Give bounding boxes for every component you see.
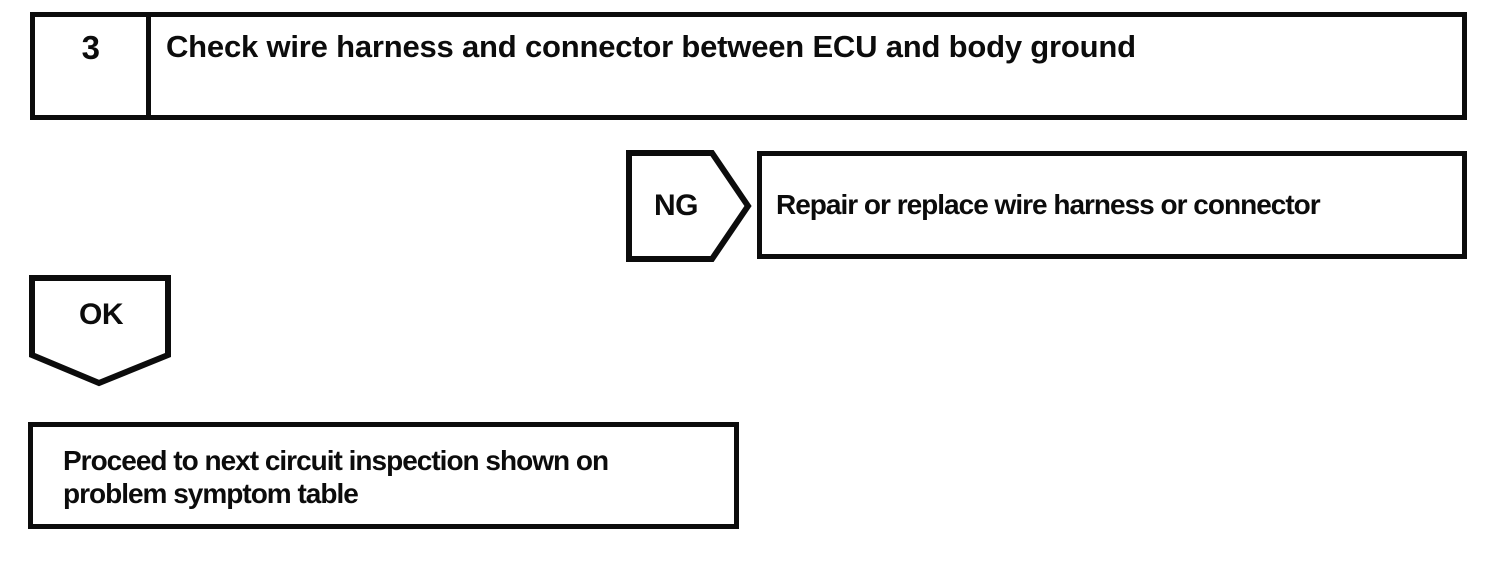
step-box: 3 Check wire harness and connector betwe…	[30, 12, 1467, 120]
ok-action-text-line2: problem symptom table	[63, 478, 359, 509]
ok-pentagon-icon	[29, 275, 171, 387]
ok-action-text-line1: Proceed to next circuit inspection shown…	[63, 445, 609, 476]
step-title: Check wire harness and connector between…	[166, 29, 1136, 64]
ng-pentagon-icon	[626, 150, 752, 262]
step-title-cell: Check wire harness and connector between…	[151, 17, 1462, 115]
ng-label: NG	[654, 189, 699, 222]
ok-label: OK	[79, 298, 124, 331]
ng-connector: NG	[626, 150, 752, 262]
step-number: 3	[81, 29, 100, 66]
ok-connector: OK	[29, 275, 173, 387]
ng-action-text: Repair or replace wire harness or connec…	[776, 189, 1321, 220]
ng-action-box: Repair or replace wire harness or connec…	[757, 151, 1467, 259]
ok-action-box: Proceed to next circuit inspection shown…	[28, 422, 739, 529]
step-number-cell: 3	[35, 17, 151, 115]
